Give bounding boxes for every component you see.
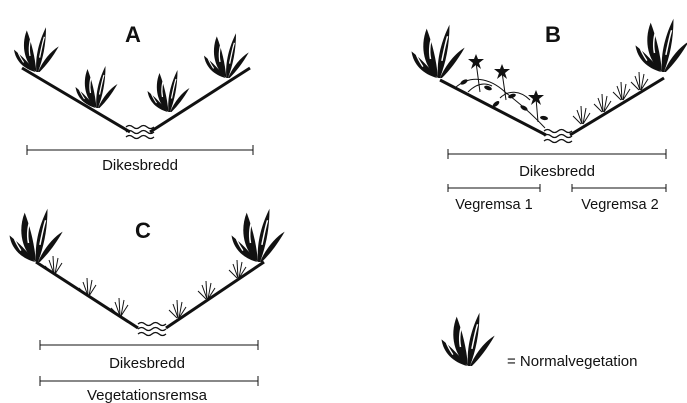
strip-label-b1: Vegremsa 1 bbox=[455, 197, 532, 213]
legend-label: = Normalvegetation bbox=[507, 353, 638, 370]
strip-bracket-c bbox=[40, 376, 258, 386]
flowering-plants-icon bbox=[455, 54, 548, 128]
normal-vegetation-icon bbox=[9, 209, 62, 262]
ditch-profile-c bbox=[36, 262, 264, 328]
normal-vegetation-icon bbox=[204, 33, 249, 78]
normal-vegetation-icon bbox=[636, 19, 687, 72]
width-label-c: Dikesbredd bbox=[109, 355, 185, 372]
strip-label-b2: Vegremsa 2 bbox=[581, 197, 658, 213]
normal-vegetation-icon bbox=[412, 25, 465, 78]
water-icon bbox=[138, 323, 166, 336]
normal-vegetation-icon bbox=[14, 27, 59, 72]
normal-vegetation-icon bbox=[442, 313, 495, 366]
legend: = Normalvegetation bbox=[442, 313, 638, 370]
panel-a-letter: A bbox=[125, 22, 141, 47]
water-icon bbox=[544, 130, 572, 143]
panel-b: B bbox=[412, 19, 687, 213]
normal-vegetation-icon bbox=[148, 70, 190, 112]
width-bracket-c bbox=[40, 340, 258, 350]
width-label-a: Dikesbredd bbox=[102, 157, 178, 174]
strip-bracket-b1 bbox=[448, 184, 540, 192]
panel-a: A Dikesbredd bbox=[14, 22, 253, 174]
strip-bracket-b2 bbox=[572, 184, 666, 192]
width-label-b: Dikesbredd bbox=[519, 163, 595, 180]
grass-icon bbox=[573, 72, 648, 124]
width-bracket-b bbox=[448, 149, 666, 159]
panel-c-letter: C bbox=[135, 218, 151, 243]
strip-label-c: Vegetationsremsa bbox=[87, 387, 208, 403]
panel-c: C Dikesbredd Vegetationsremsa bbox=[9, 209, 284, 403]
normal-vegetation-icon bbox=[232, 209, 285, 262]
width-bracket-a bbox=[27, 145, 253, 155]
water-icon bbox=[126, 126, 154, 139]
ditch-profile-a bbox=[22, 68, 250, 132]
panel-b-letter: B bbox=[545, 22, 561, 47]
ditch-profile-b bbox=[440, 78, 664, 135]
